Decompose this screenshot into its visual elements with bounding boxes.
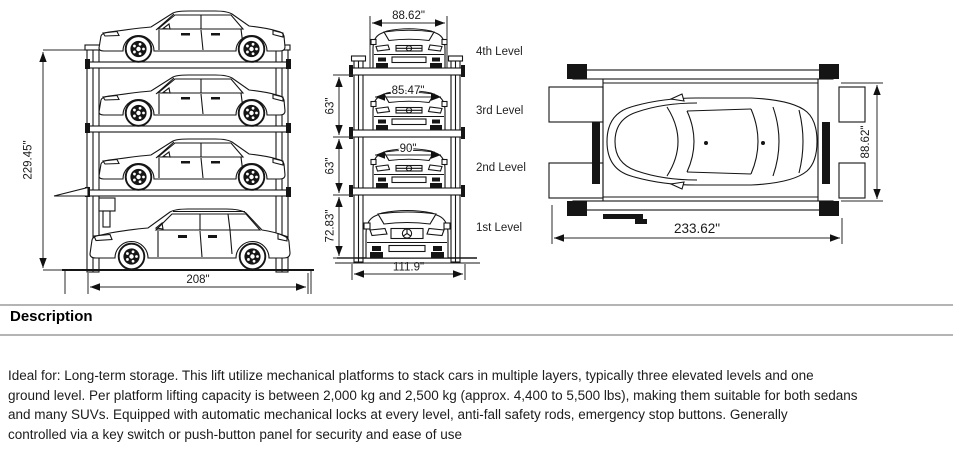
level3-height-label: 63" [325, 158, 337, 175]
description-line: controlled via a key switch or push-butt… [8, 426, 463, 442]
power-unit [98, 197, 116, 228]
description-line: and many SUVs. Equipped with automatic m… [8, 407, 788, 423]
level-label-1: 1st Level [476, 222, 522, 234]
front-platforms [335, 65, 480, 264]
level-label-2: 2nd Level [476, 162, 526, 174]
side-height-dimension: 229.45" [23, 49, 86, 271]
third-level-width-label: 85.47" [392, 85, 425, 97]
divider-line-top [0, 304, 953, 306]
front-view-diagram: 88.62" 85.47" 90" 63" 63" 72.83" 111.9" [325, 10, 526, 280]
second-level-width-label: 90" [400, 143, 417, 155]
top-width-dimension: 88.62" [841, 82, 883, 202]
base-frame [62, 269, 314, 294]
front-top-dim-label: 88.62" [392, 10, 425, 22]
front-lift-posts [350, 55, 464, 263]
divider-line-bottom [0, 334, 953, 336]
level-label-4: 4th Level [476, 46, 523, 58]
side-height-dim-label: 229.45" [23, 140, 35, 179]
front-bottom-dim-label: 111.9" [393, 262, 424, 274]
lift-columns-top [567, 64, 839, 224]
description-line: ground level. Per platform lifting capac… [8, 387, 858, 403]
description-line: Ideal for: Long-term storage. This lift … [8, 368, 814, 383]
level1-height-label: 72.83" [325, 210, 337, 243]
front-left-dimensions: 63" 63" 72.83" [325, 74, 355, 259]
description-heading: Description [10, 308, 93, 325]
top-length-dim-label: 233.62" [674, 221, 720, 236]
side-view-diagram: 229.45" [23, 0, 314, 294]
side-width-dimension: 208" [87, 273, 309, 294]
top-length-dimension: 233.62" [551, 205, 843, 244]
description-paragraph: Ideal for: Long-term storage. This lift … [8, 366, 858, 444]
third-level-width-dimension: 85.47" [375, 84, 441, 101]
top-view-diagram: 88.62" 233.62" [548, 64, 883, 244]
entry-ramp [53, 186, 89, 197]
side-width-dim-label: 208" [186, 274, 209, 286]
second-level-width-dimension: 90" [375, 142, 441, 159]
level-label-3: 3rd Level [476, 105, 523, 117]
front-bottom-dimension: 111.9" [351, 262, 466, 280]
level4-height-label: 63" [325, 98, 337, 115]
level-labels: 4th Level 3rd Level 2nd Level 1st Level [476, 46, 526, 234]
front-top-dimension: 88.62" [369, 10, 448, 68]
top-width-dim-label: 88.62" [860, 126, 872, 159]
lift-platforms [85, 59, 291, 197]
